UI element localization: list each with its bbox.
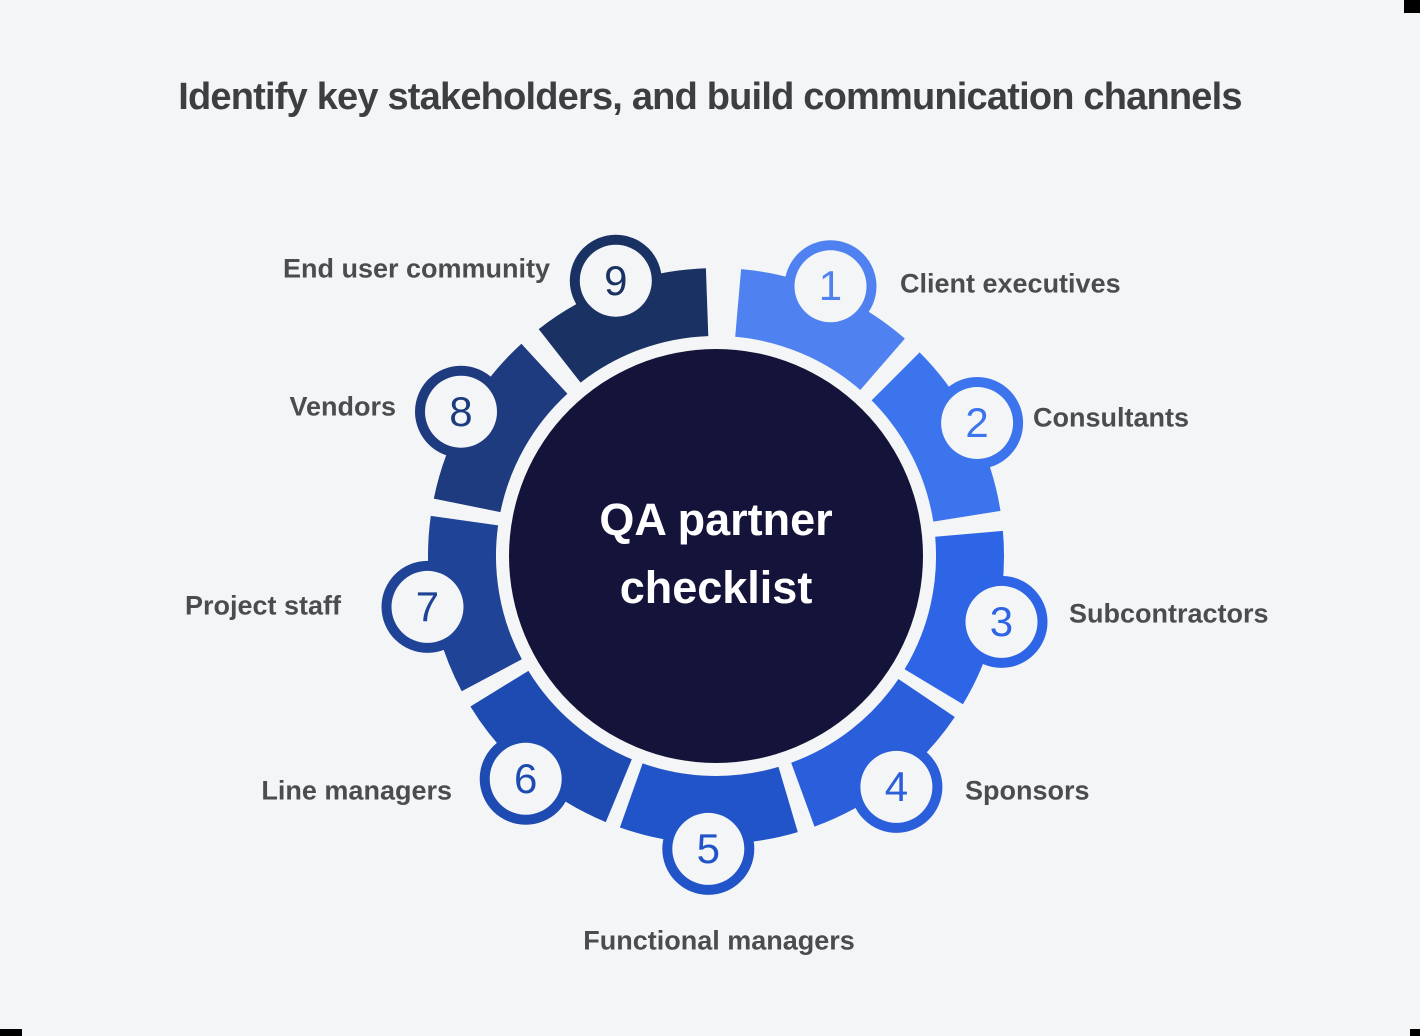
- segment-number-badge-1: 1: [818, 262, 843, 310]
- segment-badge-face-6: [489, 742, 562, 815]
- screenshot-corner-artifact-bottom-left: [0, 1029, 22, 1036]
- segment-badge-face-8: [425, 375, 497, 448]
- segment-badge-face-1: [794, 250, 867, 323]
- page-title: Identify key stakeholders, and build com…: [178, 76, 1242, 118]
- segment-label-2: Consultants: [1033, 402, 1190, 433]
- center-label-line1: QA partner: [599, 494, 833, 545]
- segment-label-8: Vendors: [289, 391, 396, 422]
- segment-badge-face-3: [965, 585, 1038, 658]
- center-circle: [509, 349, 923, 763]
- segment-label-6: Line managers: [261, 775, 452, 806]
- segment-number-badge-9: 9: [604, 256, 628, 304]
- segment-label-1: Client executives: [900, 268, 1121, 299]
- segment-number-badge-5: 5: [696, 824, 720, 872]
- segment-label-3: Subcontractors: [1069, 598, 1269, 629]
- screenshot-corner-artifact-bottom-right: [1410, 1029, 1420, 1036]
- segment-number-badge-6: 6: [514, 754, 538, 802]
- segment-number-badge-4: 4: [884, 762, 909, 810]
- segment-badge-face-4: [860, 750, 933, 823]
- center-label: QA partner checklist: [506, 486, 926, 622]
- segment-number-badge-8: 8: [449, 387, 473, 435]
- segment-number-badge-7: 7: [415, 582, 440, 630]
- segment-badge-face-7: [391, 570, 464, 643]
- segment-label-7: Project staff: [184, 590, 341, 621]
- ring-segments: [381, 234, 1048, 895]
- segment-label-9: End user community: [282, 253, 550, 284]
- segment-number-badge-3: 3: [989, 597, 1014, 645]
- segment-number-badge-2: 2: [965, 398, 989, 446]
- segment-badge-face-5: [672, 812, 745, 885]
- segment-label-5: Functional managers: [583, 925, 855, 956]
- segment-arc-7: [427, 515, 522, 692]
- segment-badge-face-9: [579, 244, 652, 317]
- segment-badge-face-2: [941, 387, 1014, 459]
- screenshot-corner-artifact-top-right: [1404, 0, 1420, 13]
- segment-label-4: Sponsors: [965, 775, 1090, 806]
- center-label-line2: checklist: [619, 562, 813, 613]
